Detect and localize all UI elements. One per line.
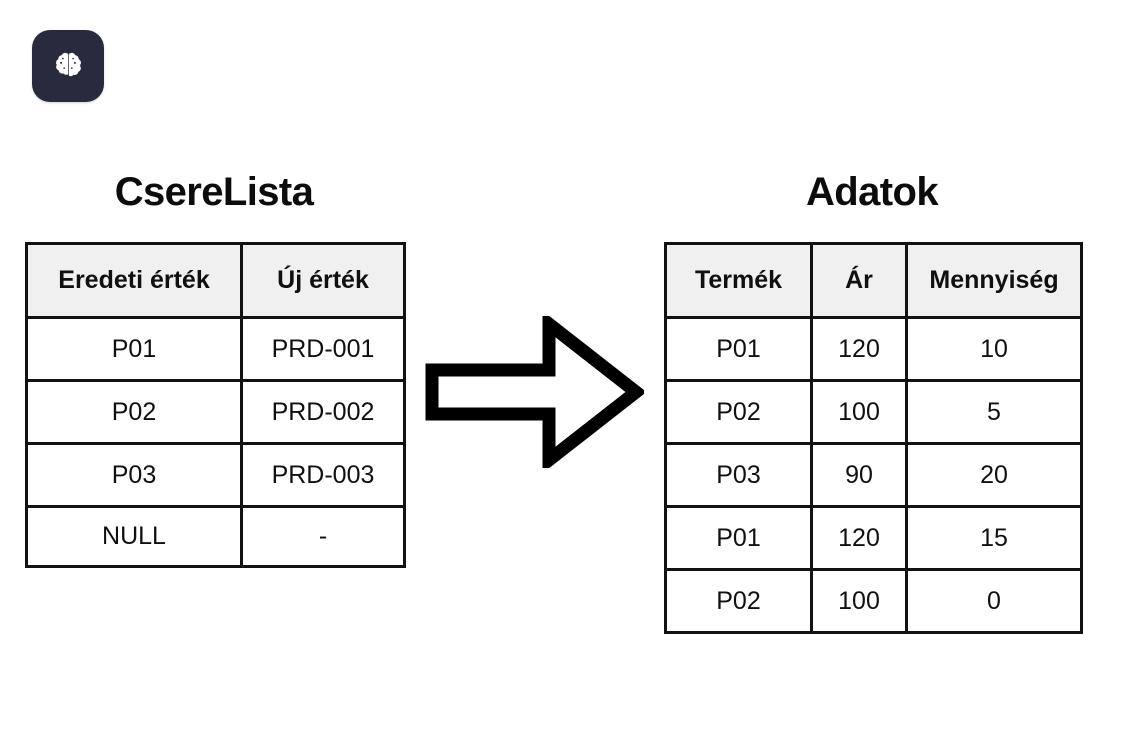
cell-quantity: 15 bbox=[905, 505, 1083, 571]
table-row: P02 100 0 bbox=[664, 568, 1083, 634]
cell-product: P01 bbox=[664, 505, 813, 571]
cserelista-table: Eredeti érték Új érték P01 PRD-001 P02 P… bbox=[25, 242, 406, 568]
table-row: P03 90 20 bbox=[664, 442, 1083, 508]
cell-price: 120 bbox=[810, 505, 908, 571]
cell-price: 120 bbox=[810, 316, 908, 382]
cell-product: P02 bbox=[664, 379, 813, 445]
cell-new-value: PRD-003 bbox=[240, 442, 406, 508]
table-row: P02 PRD-002 bbox=[25, 379, 406, 445]
cell-price: 100 bbox=[810, 379, 908, 445]
cell-original-value: P01 bbox=[25, 316, 243, 382]
column-header-eredeti-ertek: Eredeti érték bbox=[25, 242, 243, 319]
column-header-termek: Termék bbox=[664, 242, 813, 319]
table-row: P03 PRD-003 bbox=[25, 442, 406, 508]
table-row: NULL - bbox=[25, 505, 406, 568]
table-row: P02 100 5 bbox=[664, 379, 1083, 445]
brain-icon bbox=[51, 49, 85, 83]
table-row: P01 120 10 bbox=[664, 316, 1083, 382]
right-arrow-icon bbox=[424, 310, 647, 474]
column-header-mennyiseg: Mennyiség bbox=[905, 242, 1083, 319]
adatok-title: Adatok bbox=[806, 170, 939, 214]
table-header-row: Termék Ár Mennyiség bbox=[664, 242, 1083, 319]
cell-quantity: 5 bbox=[905, 379, 1083, 445]
cell-new-value: PRD-002 bbox=[240, 379, 406, 445]
cell-original-value: P03 bbox=[25, 442, 243, 508]
column-header-ar: Ár bbox=[810, 242, 908, 319]
table-header-row: Eredeti érték Új érték bbox=[25, 242, 406, 319]
cell-original-value: NULL bbox=[25, 505, 243, 568]
cell-original-value: P02 bbox=[25, 379, 243, 445]
cell-product: P01 bbox=[664, 316, 813, 382]
adatok-table: Termék Ár Mennyiség P01 120 10 P02 100 5… bbox=[664, 242, 1083, 634]
column-header-uj-ertek: Új érték bbox=[240, 242, 406, 319]
cell-quantity: 0 bbox=[905, 568, 1083, 634]
cserelista-title: CsereLista bbox=[114, 170, 314, 214]
app-logo[interactable] bbox=[32, 30, 104, 102]
cell-product: P02 bbox=[664, 568, 813, 634]
cell-product: P03 bbox=[664, 442, 813, 508]
cell-price: 90 bbox=[810, 442, 908, 508]
cell-new-value: PRD-001 bbox=[240, 316, 406, 382]
table-row: P01 PRD-001 bbox=[25, 316, 406, 382]
cell-quantity: 10 bbox=[905, 316, 1083, 382]
cell-price: 100 bbox=[810, 568, 908, 634]
cell-new-value: - bbox=[240, 505, 406, 568]
table-row: P01 120 15 bbox=[664, 505, 1083, 571]
cell-quantity: 20 bbox=[905, 442, 1083, 508]
